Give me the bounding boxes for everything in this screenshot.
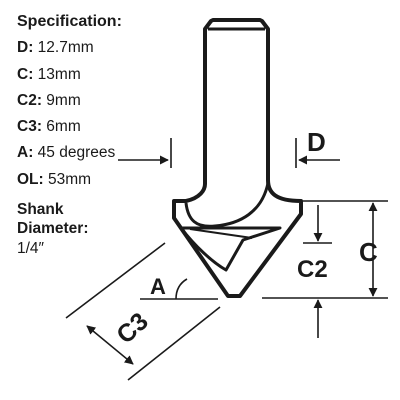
spec-label-c: C: <box>17 65 34 83</box>
flute-cutting-edge <box>179 226 282 272</box>
spec-row-ol: OL: 53mm <box>17 167 182 193</box>
c3-extension-top <box>65 242 166 319</box>
spec-row-d: D: 12.7mm <box>17 35 182 61</box>
dimension-c2 <box>303 205 332 338</box>
spec-row-c3: C3: 6mm <box>17 114 182 140</box>
spec-value-ol: 53mm <box>48 170 92 188</box>
shank-title-line-2: Diameter: <box>17 220 89 238</box>
flute-center-line <box>189 228 253 239</box>
dimension-a <box>140 278 218 300</box>
spec-row-c2: C2: 9mm <box>17 88 182 114</box>
spec-label-a: A: <box>17 144 34 162</box>
spec-label-c3: C3: <box>17 118 42 136</box>
shank-title-line-1: Shank <box>17 201 64 219</box>
c3-arrow <box>86 325 134 365</box>
shank-outline <box>172 18 303 298</box>
spec-row-c: C: 13mm <box>17 62 182 88</box>
flute-upper-edge <box>184 182 270 228</box>
dimension-c3 <box>65 242 221 381</box>
spec-value-d: 12.7mm <box>37 39 94 57</box>
spec-value-c: 13mm <box>37 65 81 83</box>
label-a: A <box>150 274 166 299</box>
spec-label-d: D: <box>17 39 34 57</box>
spec-value-a: 45 degrees <box>37 144 116 162</box>
spec-value-c3: 6mm <box>46 118 81 136</box>
spec-value-c2: 9mm <box>46 91 81 109</box>
shank-diameter-title: Shank Diameter: <box>17 200 182 238</box>
dimension-d <box>118 138 340 168</box>
specification-title: Specification: <box>17 13 122 30</box>
label-d: D <box>307 127 326 157</box>
router-bit <box>172 18 303 298</box>
label-c2: C2 <box>297 256 328 283</box>
spec-row-a: A: 45 degrees <box>17 140 182 166</box>
label-c3: C3 <box>111 307 153 349</box>
dimension-c <box>262 200 388 299</box>
c3-extension-bottom <box>127 306 221 381</box>
shank-diameter-value: 1/4″ <box>17 240 45 258</box>
label-c: C <box>359 237 378 267</box>
spec-label-c2: C2: <box>17 91 42 109</box>
spec-label-ol: OL: <box>17 170 44 188</box>
specification-panel: Specification: D: 12.7mm C: 13mm C2: 9mm… <box>17 9 182 260</box>
a-angle-arc <box>175 278 188 300</box>
